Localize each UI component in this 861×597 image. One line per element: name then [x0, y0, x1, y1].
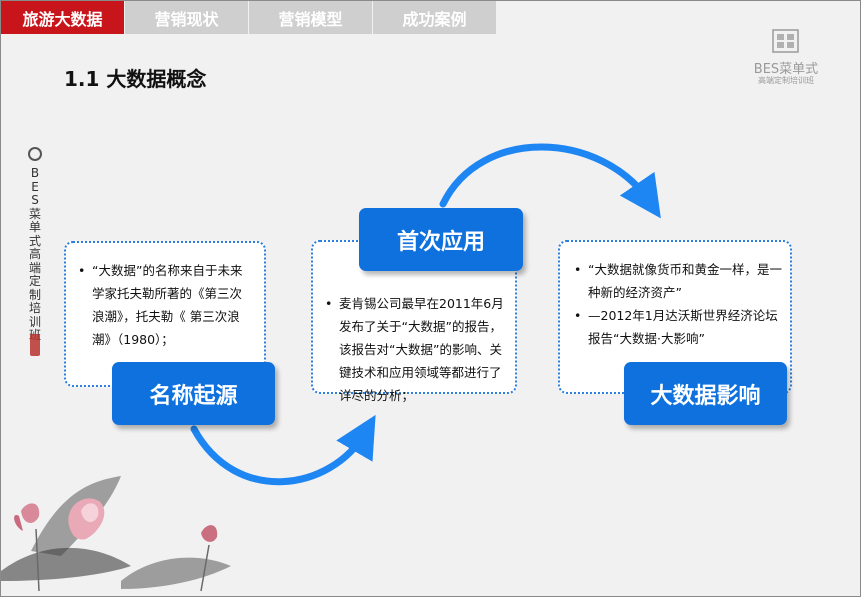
- label-first-application: 首次应用: [359, 208, 523, 271]
- seal-icon: [28, 147, 42, 161]
- list-item: “大数据就像货币和黄金一样，是一种新的经济资产”: [574, 258, 782, 304]
- brand-logo-name: BES菜单式: [753, 62, 819, 77]
- red-stamp-icon: [30, 334, 40, 356]
- tab-success-cases[interactable]: 成功案例: [373, 1, 496, 34]
- label-big-data-impact: 大数据影响: [624, 362, 787, 425]
- top-tab-bar: 旅游大数据 营销现状 营销模型 成功案例: [1, 1, 497, 34]
- brand-logo-subtitle: 高端定制培训班: [758, 76, 814, 85]
- list-item: “大数据”的名称来自于未来学家托夫勒所著的《第三次浪潮》，托夫勒《 第三次浪潮》…: [78, 259, 254, 351]
- brand-logo-icon: [772, 29, 799, 53]
- tab-marketing-status[interactable]: 营销现状: [125, 1, 248, 34]
- page-title: 1.1 大数据概念: [64, 67, 207, 91]
- list-item: 麦肯锡公司最早在2011年6月发布了关于“大数据”的报告，该报告对“大数据”的影…: [325, 292, 505, 407]
- arrow-application-to-impact: [439, 143, 661, 219]
- tab-marketing-model[interactable]: 营销模型: [249, 1, 372, 34]
- lotus-decoration-icon: [1, 476, 231, 592]
- arrow-origin-to-application: [190, 414, 376, 486]
- label-name-origin: 名称起源: [112, 362, 275, 425]
- list-item: —2012年1月达沃斯世界经济论坛报告“大数据·大影响”: [574, 304, 782, 350]
- tab-tourism-big-data[interactable]: 旅游大数据: [1, 1, 124, 34]
